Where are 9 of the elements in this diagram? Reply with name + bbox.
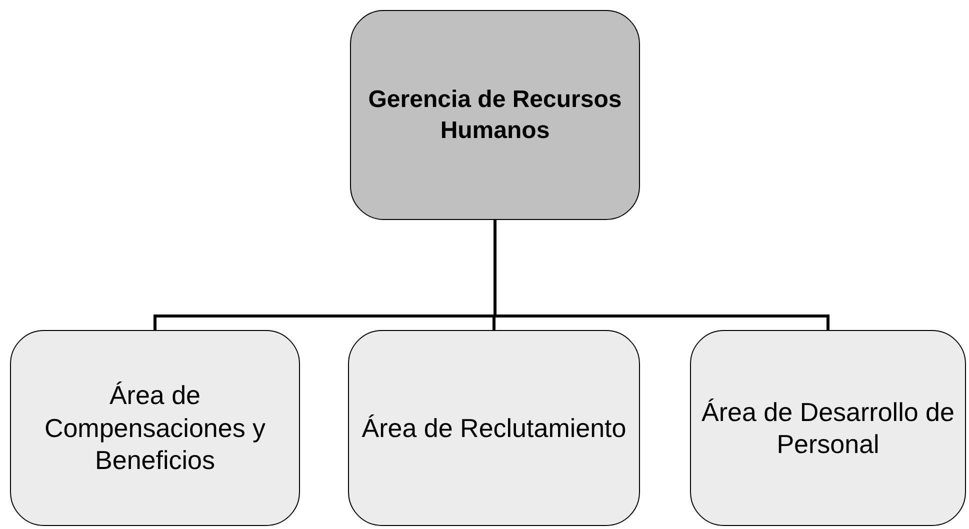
department-box <box>690 330 966 526</box>
manager-title: Gerencia de Recursos Humanos <box>367 84 623 146</box>
department-name: Área de Compensaciones y Beneficios <box>43 379 267 477</box>
manager-box <box>350 10 640 220</box>
department-name: Área de Desarrollo de Personal <box>700 396 956 460</box>
connector-line <box>494 220 830 330</box>
department-name: Área de Reclutamiento <box>360 412 628 444</box>
department-box <box>348 330 640 526</box>
department-box <box>10 330 300 526</box>
